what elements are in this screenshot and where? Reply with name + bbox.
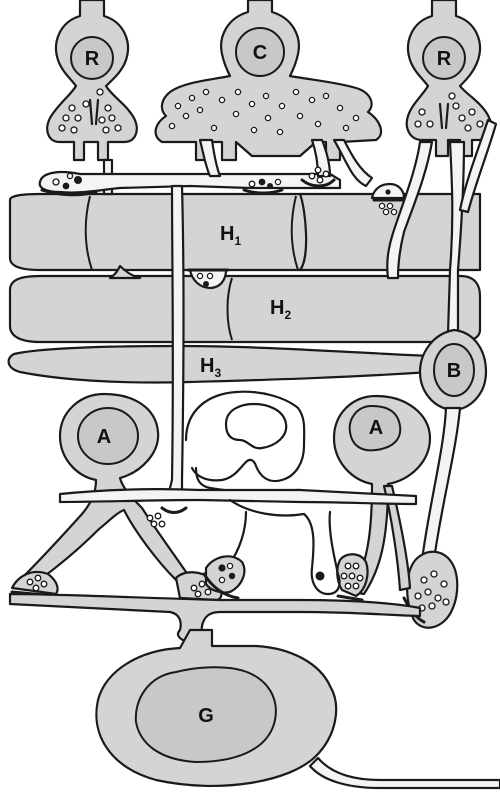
lateral-process-top xyxy=(40,172,340,195)
amacrine-right-label: A xyxy=(369,417,383,439)
cone-label: C xyxy=(253,42,267,64)
bipolar-label: B xyxy=(447,360,461,382)
rod-left-cell: R xyxy=(47,0,137,160)
rod-left-label: R xyxy=(85,48,100,70)
ganglion-label: G xyxy=(198,705,214,727)
horizontal-cell-h3: H3 xyxy=(9,346,430,383)
amacrine-left-label: A xyxy=(97,426,111,448)
rod-right-cell: R xyxy=(407,0,492,156)
rod-right-label: R xyxy=(437,48,452,70)
horizontal-cell-h2: H2 xyxy=(10,266,480,342)
cone-cell: C xyxy=(156,0,381,160)
